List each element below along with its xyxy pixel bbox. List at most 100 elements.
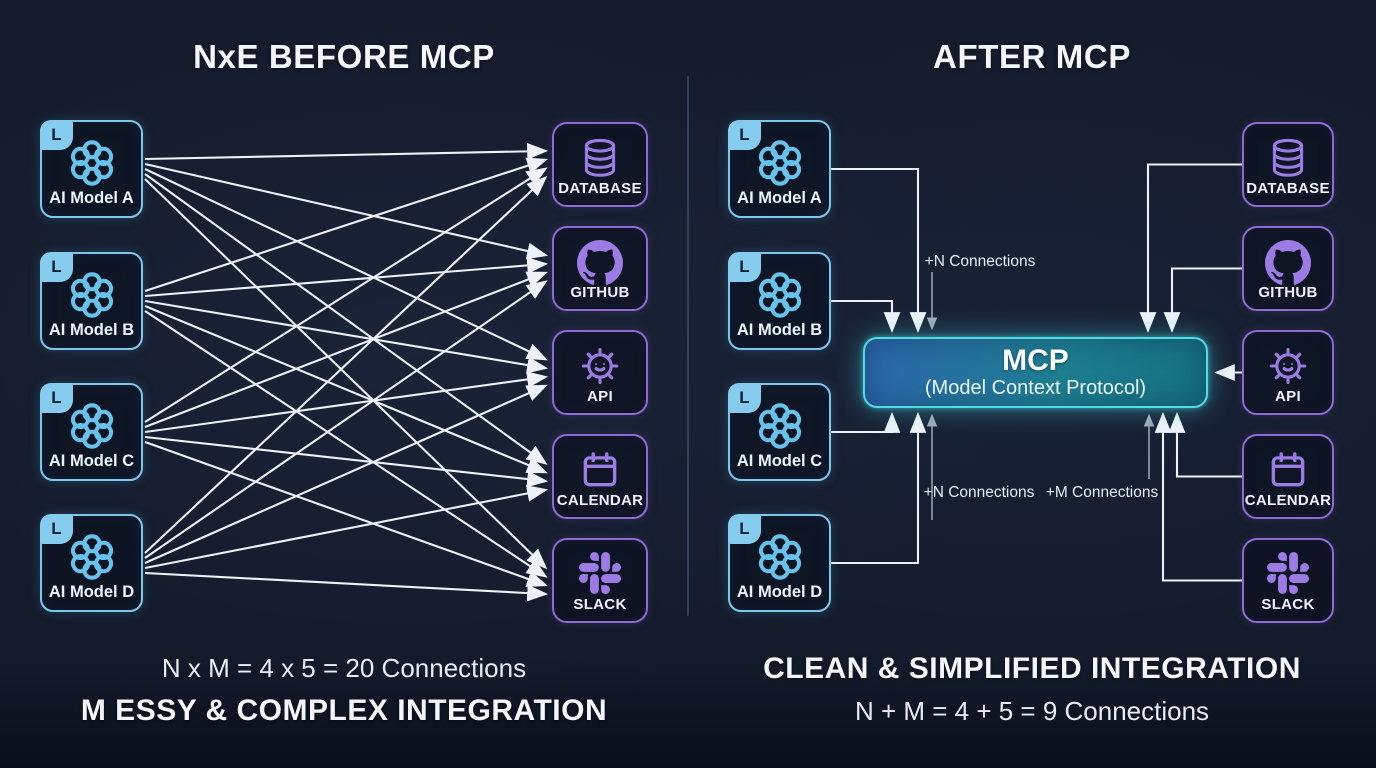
before-service-github: GITHUB <box>552 226 648 311</box>
mesh-line-m1-s4 <box>144 310 548 578</box>
after-service-slack: SLACK <box>1242 538 1334 623</box>
openai-icon <box>66 137 118 194</box>
calendar-icon <box>1266 448 1310 497</box>
before-ai-model-b-label: AI Model B <box>48 320 135 339</box>
connection-count-arrows <box>926 272 1155 520</box>
after-service-database: DATABASE <box>1242 122 1334 207</box>
mesh-line-m2-s3 <box>144 435 549 488</box>
mesh-line-m2-s1 <box>144 271 548 428</box>
after-ai-model-d-label: AI Model D <box>736 582 823 601</box>
mesh-line-m0-s4 <box>144 178 548 570</box>
calendar-icon <box>578 448 622 497</box>
mesh-line-m1-s3 <box>144 305 548 474</box>
mcp-title: MCP <box>1002 344 1069 378</box>
after-ai-model-c-label: AI Model C <box>736 451 823 470</box>
before-panel-title: NxE BEFORE MCP <box>193 38 495 75</box>
openai-icon <box>754 531 806 588</box>
after-service-api: API <box>1242 330 1334 415</box>
mesh-line-m2-s2 <box>144 371 549 434</box>
after-service-calendar-label: CALENDAR <box>1244 492 1332 509</box>
database-icon <box>578 136 622 185</box>
after-line-service-0-to-mcp <box>1139 163 1242 334</box>
mesh-line-m3-s2 <box>144 384 548 564</box>
mesh-line-m0-s0 <box>144 142 549 161</box>
mcp-box: MCP (Model Context Protocol) <box>863 337 1208 408</box>
after-line-model-3-to-mcp <box>831 411 927 565</box>
mesh-line-m3-s1 <box>144 280 548 559</box>
openai-icon <box>66 400 118 457</box>
before-service-calendar-label: CALENDAR <box>556 492 644 509</box>
after-ai-model-b-label: AI Model B <box>736 320 823 339</box>
before-ai-model-c-label: AI Model C <box>48 451 135 470</box>
openai-icon <box>754 269 806 326</box>
llm-badge: L <box>728 120 761 150</box>
after-ai-model-a-label: AI Model A <box>737 188 822 207</box>
openai-icon <box>754 400 806 457</box>
after-service-calendar: CALENDAR <box>1242 434 1334 519</box>
openai-icon <box>66 531 118 588</box>
mcp-subtitle: (Model Context Protocol) <box>924 376 1147 399</box>
after-line-service-1-to-mcp <box>1163 267 1242 334</box>
after-ai-model-b: L AI Model B <box>728 252 831 350</box>
llm-badge: L <box>728 514 761 544</box>
before-service-slack-label: SLACK <box>573 596 627 613</box>
mesh-line-m1-s2 <box>144 299 549 374</box>
after-line-model-0-to-mcp <box>831 167 927 334</box>
before-ai-model-a-label: AI Model A <box>49 188 134 207</box>
after-ai-model-a: L AI Model A <box>728 120 831 218</box>
after-headline: CLEAN & SIMPLIFIED INTEGRATION <box>763 652 1301 685</box>
before-ai-model-a: L AI Model A <box>40 120 143 218</box>
after-line-model-2-to-mcp <box>831 411 901 434</box>
after-service-github: GITHUB <box>1242 226 1334 311</box>
after-line-service-3-to-mcp <box>1168 411 1242 478</box>
mesh-line-m1-s0 <box>144 157 548 292</box>
before-service-slack: SLACK <box>552 538 648 623</box>
before-ai-model-d-label: AI Model D <box>48 582 135 601</box>
llm-badge: L <box>728 252 761 282</box>
after-connections <box>831 163 1242 582</box>
before-ai-model-d: L AI Model D <box>40 514 143 612</box>
after-service-database-label: DATABASE <box>1246 180 1330 197</box>
openai-icon <box>754 137 806 194</box>
database-icon <box>1266 136 1310 185</box>
before-service-api-label: API <box>587 388 613 405</box>
mesh-line-m0-s1 <box>144 162 549 260</box>
github-icon <box>1265 240 1311 291</box>
before-headline: M ESSY & COMPLEX INTEGRATION <box>80 694 608 727</box>
after-panel-title: AFTER MCP <box>933 38 1131 75</box>
before-service-database-label: DATABASE <box>558 180 642 197</box>
after-service-github-label: GITHUB <box>1258 284 1318 301</box>
api-icon <box>578 344 622 393</box>
before-service-calendar: CALENDAR <box>552 434 648 519</box>
llm-badge: L <box>40 514 73 544</box>
after-service-slack-label: SLACK <box>1261 596 1315 613</box>
llm-badge: L <box>728 383 761 413</box>
mesh-line-m3-s4 <box>144 571 549 602</box>
slack-icon <box>1267 552 1309 599</box>
api-icon <box>1266 344 1310 393</box>
llm-badge: L <box>40 120 73 150</box>
llm-badge: L <box>40 383 73 413</box>
n-connections-label-bottom: +N Connections <box>923 484 1035 501</box>
before-mesh-connections <box>144 142 549 602</box>
mesh-line-m3-s0 <box>144 175 548 554</box>
after-ai-model-c: L AI Model C <box>728 383 831 481</box>
llm-badge: L <box>40 252 73 282</box>
mesh-line-m3-s3 <box>144 485 549 570</box>
before-ai-model-c: L AI Model C <box>40 383 143 481</box>
panel-divider <box>687 76 689 616</box>
openai-icon <box>66 269 118 326</box>
before-equation: N x M = 4 x 5 = 20 Connections <box>161 653 527 683</box>
after-line-model-1-to-mcp <box>831 299 901 334</box>
after-equation: N + M = 4 + 5 = 9 Connections <box>854 696 1210 726</box>
before-service-database: DATABASE <box>552 122 648 207</box>
slack-icon <box>579 552 621 599</box>
after-ai-model-d: L AI Model D <box>728 514 831 612</box>
mesh-line-m1-s1 <box>144 257 549 298</box>
after-line-service-4-to-mcp <box>1154 411 1242 582</box>
after-service-api-label: API <box>1275 388 1301 405</box>
mesh-line-m2-s0 <box>144 167 548 423</box>
before-service-github-label: GITHUB <box>570 284 630 301</box>
